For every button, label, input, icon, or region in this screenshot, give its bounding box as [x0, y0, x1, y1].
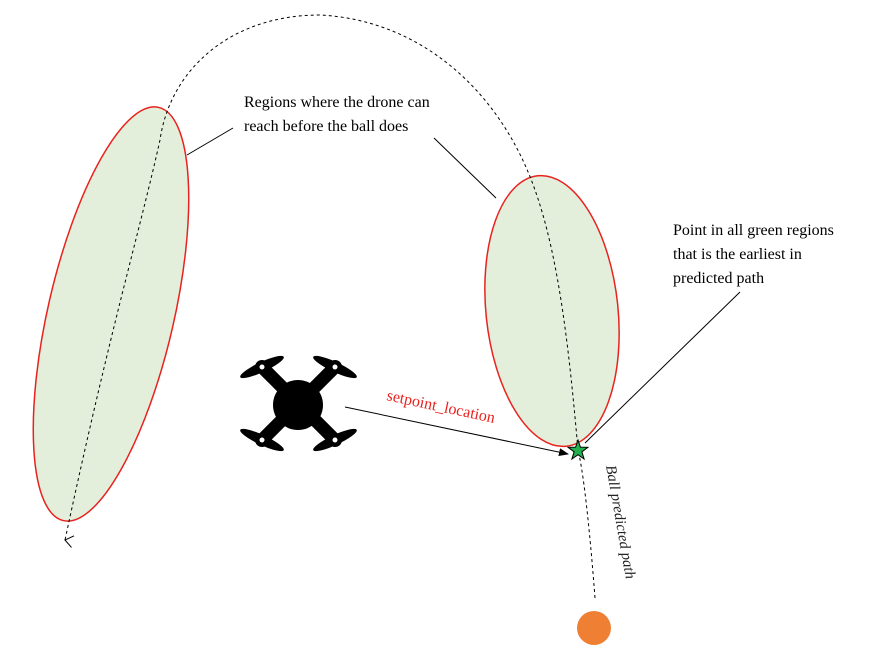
setpoint-label: setpoint_location — [385, 387, 496, 427]
ball-predicted-path — [65, 14, 596, 599]
point-label-line2: that is the earliest in — [673, 246, 802, 263]
left-region — [32, 106, 190, 522]
ball-path-label: Ball predicted path — [602, 464, 638, 580]
point-leader — [584, 291, 741, 444]
point-label-line3: predicted path — [673, 270, 764, 287]
setpoint-arrow — [344, 406, 569, 457]
right-region — [484, 174, 620, 448]
regions-label-line2: reach before the ball does — [244, 118, 408, 135]
regions-leader-left — [186, 127, 234, 156]
quadcopter-icon — [240, 355, 357, 452]
ball-icon — [577, 611, 611, 645]
regions-leader-right — [433, 137, 497, 199]
point-label-line1: Point in all green regions — [673, 222, 834, 239]
regions-label-line1: Regions where the drone can — [244, 94, 430, 111]
star-icon — [566, 438, 590, 461]
